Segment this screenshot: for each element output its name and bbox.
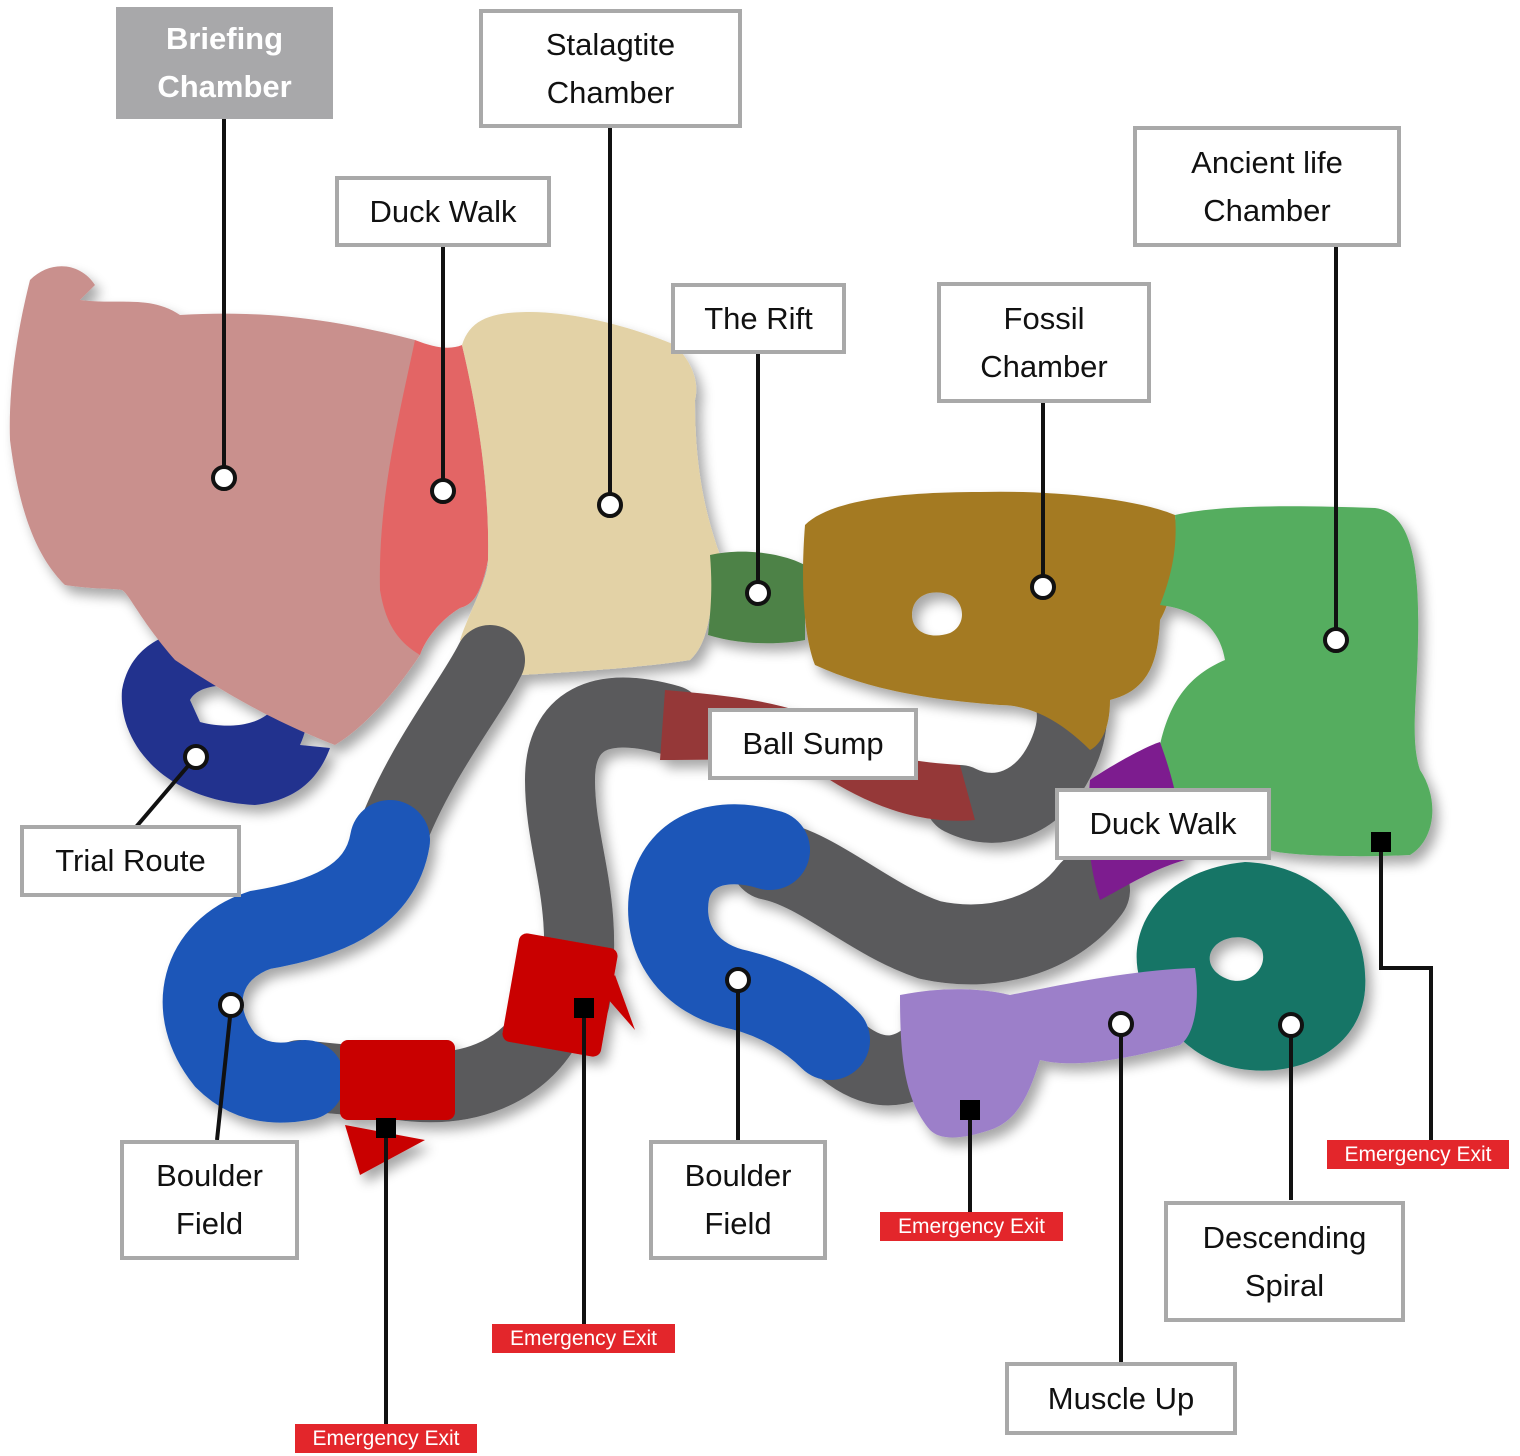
exit-marker-3	[960, 1100, 980, 1120]
exit-marker-4	[1371, 832, 1391, 852]
marker-trial	[185, 746, 207, 768]
label-duck-walk-upper-text: Duck Walk	[370, 188, 517, 236]
squeeze-right-section	[501, 932, 619, 1058]
label-trial-route: Trial Route	[20, 825, 241, 897]
crawl-tube-lower-loop	[770, 860, 1090, 944]
label-the-rift: The Rift	[671, 283, 846, 354]
leader-exit-4	[1381, 842, 1431, 1140]
squeeze-left-section	[340, 1040, 455, 1120]
marker-briefing	[213, 467, 235, 489]
label-the-rift-text: The Rift	[704, 295, 813, 343]
exit-marker-2	[574, 998, 594, 1018]
marker-ancient	[1325, 629, 1347, 651]
marker-fossil	[1032, 576, 1054, 598]
marker-muscle-up	[1110, 1013, 1132, 1035]
marker-spiral	[1280, 1014, 1302, 1036]
label-duck-walk-lower-text: Duck Walk	[1090, 800, 1237, 848]
stalagtite-chamber-section	[460, 312, 720, 675]
label-ball-sump-text: Ball Sump	[742, 720, 883, 768]
label-muscle-up: Muscle Up	[1005, 1362, 1237, 1435]
emergency-exit-label-3: Emergency Exit	[880, 1212, 1063, 1241]
label-trial-route-text: Trial Route	[55, 837, 205, 885]
emergency-exit-label-2: Emergency Exit	[492, 1324, 675, 1353]
emergency-exit-label-1: Emergency Exit	[295, 1424, 477, 1453]
exit-marker-1	[376, 1118, 396, 1138]
emergency-exit-label-4: Emergency Exit	[1327, 1140, 1509, 1169]
muscle-up-section	[900, 968, 1197, 1138]
marker-stalagtite	[599, 494, 621, 516]
label-ball-sump: Ball Sump	[708, 708, 918, 780]
label-muscle-up-text: Muscle Up	[1048, 1375, 1194, 1423]
marker-duck-walk-upper	[432, 480, 454, 502]
marker-boulder-left	[220, 994, 242, 1016]
marker-rift	[747, 582, 769, 604]
label-duck-walk-lower: Duck Walk	[1055, 788, 1271, 860]
leader-trial	[136, 766, 188, 827]
briefing-chamber-section	[10, 266, 424, 745]
marker-boulder-right	[727, 969, 749, 991]
label-duck-walk-upper: Duck Walk	[335, 176, 551, 247]
